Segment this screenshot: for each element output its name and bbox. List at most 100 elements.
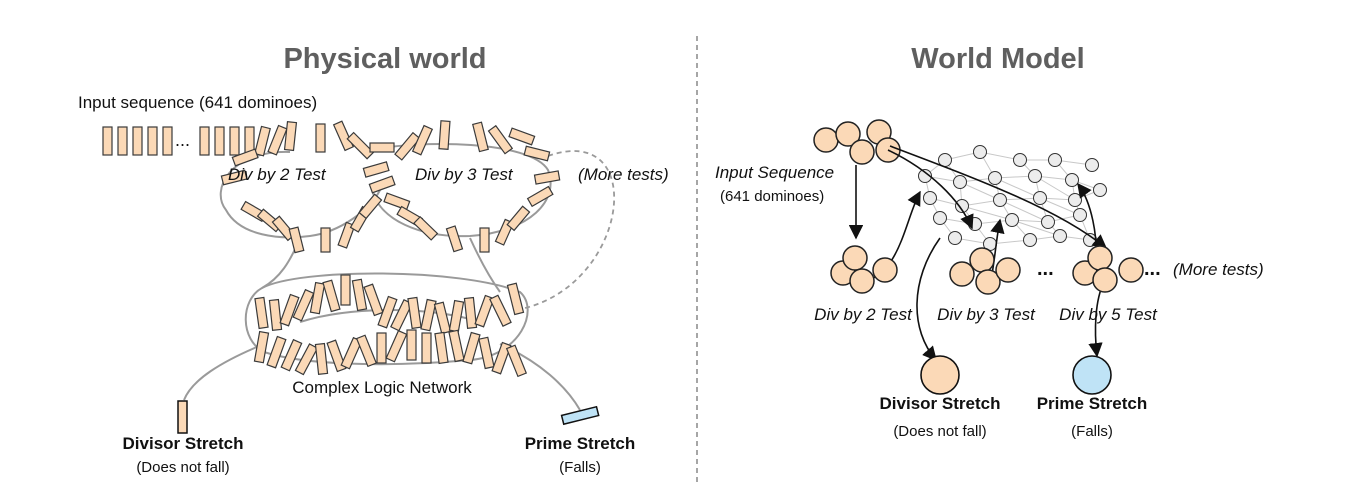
divisor-stretch-label: Divisor Stretch: [123, 434, 244, 453]
domino: [283, 120, 298, 152]
neuron: [1073, 208, 1087, 222]
neuron: [918, 169, 932, 183]
domino: [533, 170, 561, 185]
input-sequence-nodes: [813, 119, 901, 165]
wire-right-funnel: [469, 237, 501, 293]
domino: [376, 332, 387, 364]
domino: [363, 283, 384, 317]
neuron: [948, 231, 962, 245]
domino: [199, 126, 210, 156]
world-model-title: World Model: [911, 43, 1084, 75]
domino: [448, 329, 465, 363]
neuron: [1028, 169, 1042, 183]
domino: [268, 298, 283, 331]
domino: [385, 329, 408, 363]
domino: [526, 185, 554, 208]
more-tests-label: (More tests): [1173, 260, 1264, 279]
prime-stretch-label: Prime Stretch: [1037, 394, 1148, 413]
test-node: [975, 269, 1001, 295]
input-node: [835, 121, 861, 147]
divisor-stretch-domino: [177, 400, 188, 434]
physical-world-panel: Physical world Input sequence (641 domin…: [78, 43, 669, 476]
divisor-stretch-label: Divisor Stretch: [880, 394, 1001, 413]
domino: [523, 145, 551, 162]
world-model-panel: World Model: [715, 43, 1264, 440]
domino: [369, 142, 395, 153]
complex-logic-network-label: Complex Logic Network: [292, 378, 472, 397]
neuron: [1093, 183, 1107, 197]
div-by-5-test-label: Div by 5 Test: [1059, 305, 1158, 324]
physical-world-title: Physical world: [283, 43, 486, 75]
domino: [132, 126, 143, 156]
domino: [320, 227, 331, 253]
domino: [472, 121, 489, 153]
div-by-3-test-label: Div by 3 Test: [937, 305, 1036, 324]
domino: [117, 126, 128, 156]
domino: [377, 295, 398, 329]
more-tests-dashed-wire: [515, 150, 616, 311]
domino: [489, 294, 512, 328]
input-domino-row: ...: [102, 120, 551, 162]
domino: [506, 205, 531, 232]
domino: [433, 301, 452, 335]
domino: [340, 274, 351, 306]
domino: [505, 344, 528, 378]
neuron: [955, 199, 969, 213]
domino: [406, 329, 417, 361]
input-sequence-count: (641 dominoes): [720, 188, 824, 205]
tests-ellipsis: ...: [1037, 258, 1054, 280]
domino: [231, 148, 259, 167]
test-node: [995, 257, 1021, 283]
more-tests-label: (More tests): [578, 165, 669, 184]
domino: [362, 161, 390, 178]
neuron: [1085, 158, 1099, 172]
domino: [368, 175, 396, 194]
domino: [214, 126, 225, 156]
test-node: [969, 247, 995, 273]
neuron: [1053, 229, 1067, 243]
domino: [394, 131, 421, 161]
domino: [438, 120, 451, 150]
test-node: [849, 268, 875, 294]
divisor-stretch-node: [920, 355, 960, 395]
domino: [309, 281, 326, 315]
wire-div2-loop: [219, 150, 381, 239]
neuron: [923, 191, 937, 205]
domino: [506, 282, 525, 316]
domino: [326, 339, 347, 373]
domino: [266, 335, 287, 369]
domino: [508, 127, 536, 146]
domino: [358, 193, 383, 220]
div-by-2-nodes: [830, 245, 898, 294]
domino: [292, 288, 315, 322]
neuron: [1033, 191, 1047, 205]
neuron: [973, 145, 987, 159]
test-node: [1087, 245, 1113, 271]
network-dominoes-top: [254, 274, 525, 335]
domino: [491, 341, 512, 375]
domino: [337, 221, 356, 249]
arrow-input-to-div5: [889, 145, 1108, 249]
domino: [479, 227, 490, 253]
domino: [445, 225, 464, 253]
neuron: [933, 211, 947, 225]
domino: [322, 279, 341, 313]
test-node: [842, 245, 868, 271]
div-by-5-nodes: [1072, 245, 1118, 293]
arrow-mesh-to-divisor: [916, 237, 941, 362]
test-node: [872, 257, 898, 283]
domino: [351, 278, 368, 312]
domino: [288, 226, 305, 254]
domino: [220, 169, 248, 186]
domino: [463, 296, 478, 329]
neuron: [1065, 173, 1079, 187]
test-loop-dominoes: [220, 148, 561, 254]
domino: [420, 298, 437, 332]
prime-stretch-note: (Falls): [559, 459, 601, 476]
domino: [355, 334, 378, 368]
input-node: [813, 127, 839, 153]
arrow-input-to-div3: [887, 149, 974, 230]
div-by-3-nodes: [949, 247, 1021, 295]
domino: [448, 299, 465, 333]
domino: [411, 124, 434, 156]
